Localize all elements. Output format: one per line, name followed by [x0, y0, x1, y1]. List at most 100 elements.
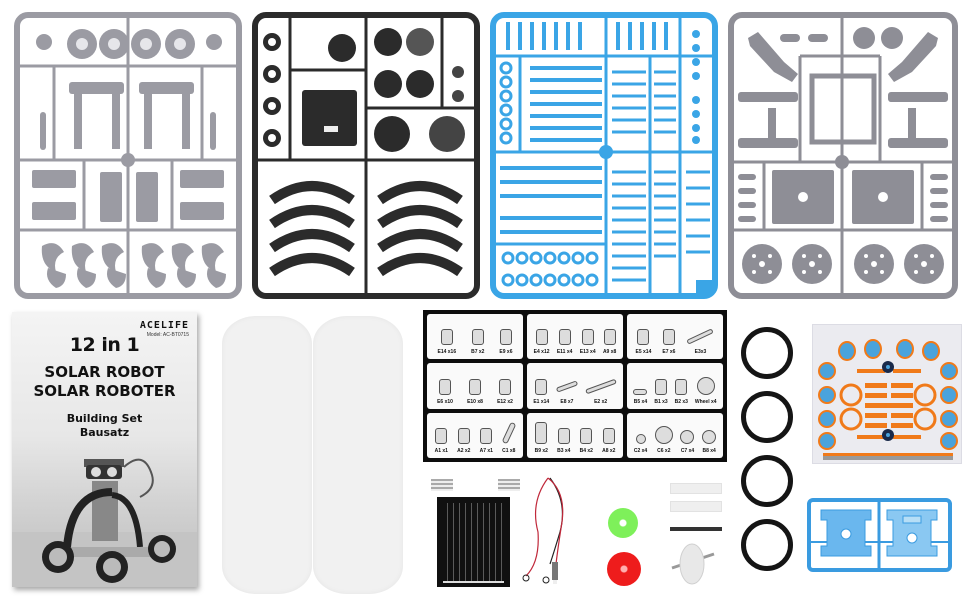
parts-group: E5 x14 E7 x6 E3x3	[627, 314, 723, 360]
part-icon	[457, 427, 470, 444]
part-label: B3 x4	[557, 447, 571, 454]
part-label: E9 x6	[499, 349, 513, 356]
green-gear	[608, 508, 638, 538]
sticker-sheet	[812, 324, 962, 464]
parts-list: E14 x16 B7 x2 E9 x6 E4 x12 E11 x4 E13 x4…	[423, 310, 727, 462]
parts-group: E4 x12 E11 x4 E13 x4 A9 x8	[527, 314, 623, 360]
part-item: E4 x12	[534, 329, 550, 355]
part-icon	[633, 388, 648, 395]
part-label: C7 x4	[680, 447, 695, 454]
red-gear	[607, 552, 641, 586]
part-item: C1 x8	[501, 421, 517, 454]
blue-base-plates	[811, 502, 948, 568]
parts-group: A1 x1 A2 x2 A7 x1 C1 x8	[427, 412, 523, 458]
part-icon	[580, 427, 593, 444]
parts-group: E1 x14 E8 x7 E2 x2	[527, 363, 623, 409]
metal-shaft	[670, 527, 722, 531]
solar-clip-left	[431, 479, 453, 491]
part-label: B5 x4	[633, 398, 648, 405]
white-bar-2	[670, 501, 722, 512]
part-item: E3x3	[686, 328, 715, 355]
manual-title-line-en: SOLAR ROBOT	[44, 363, 165, 381]
part-label: E5 x14	[635, 349, 652, 356]
part-label: A7 x1	[479, 447, 493, 454]
parts-group: B5 x4 B1 x3 B2 x3 Wheel x4	[627, 363, 723, 409]
parts-group: C2 x4 C6 x2 C7 x4 B8 x4	[627, 412, 723, 458]
part-label: A8 x2	[602, 447, 616, 454]
part-item: B2 x3	[674, 378, 688, 405]
rubber-ring-2	[741, 391, 793, 443]
part-label: E2 x2	[594, 398, 608, 405]
part-icon	[535, 329, 548, 346]
part-item: E5 x14	[635, 329, 652, 356]
part-label: A1 x1	[434, 447, 448, 454]
part-icon	[675, 378, 688, 395]
part-icon	[468, 378, 481, 395]
part-item: B1 x3	[654, 378, 668, 405]
part-icon	[480, 427, 493, 444]
part-icon	[686, 328, 715, 346]
part-item: B7 x2	[471, 329, 484, 355]
part-icon	[440, 329, 453, 346]
part-icon	[499, 329, 512, 346]
part-label: C2 x4	[633, 447, 648, 454]
sprue-gray-right	[728, 12, 958, 299]
part-icon	[471, 329, 484, 346]
gear-icon	[635, 433, 646, 444]
part-item: C7 x4	[680, 429, 695, 454]
parts-group: E6 x10 E10 x8 E12 x2	[427, 363, 523, 409]
solar-panel	[437, 497, 510, 587]
part-item: E8 x7	[555, 380, 579, 405]
part-item: E6 x10	[437, 378, 453, 405]
part-item: B5 x4	[633, 388, 648, 405]
sprue-gray-left-parts	[18, 16, 238, 295]
gear-icon	[654, 425, 673, 444]
sprue-black	[252, 12, 480, 299]
part-icon	[655, 378, 668, 395]
part-item: E12 x2	[497, 378, 513, 405]
part-item: E13 x4	[580, 329, 596, 355]
part-item: B3 x4	[557, 427, 571, 454]
wheel-icon	[696, 376, 715, 395]
parts-group: E14 x16 B7 x2 E9 x6	[427, 314, 523, 360]
manual-title: SOLAR ROBOT SOLAR ROBOTER	[12, 363, 197, 401]
part-label: E8 x7	[560, 398, 574, 405]
rubber-ring-1	[741, 327, 793, 379]
part-icon	[438, 378, 451, 395]
part-item: A1 x1	[434, 427, 448, 454]
part-item: B4 x2	[580, 427, 593, 454]
part-icon	[603, 329, 616, 346]
part-label: C6 x2	[657, 447, 671, 454]
sprue-blue-parts	[494, 16, 714, 295]
part-icon	[558, 329, 571, 346]
part-icon	[435, 427, 448, 444]
part-item: B8 x4	[702, 429, 717, 454]
sprue-gray-right-parts	[732, 16, 954, 295]
part-icon	[602, 427, 615, 444]
manual-subtitle-de: Bausatz	[79, 426, 130, 439]
part-label: E6 x10	[437, 398, 453, 405]
part-icon	[498, 378, 511, 395]
part-item: Wheel x4	[694, 376, 717, 405]
part-label: B2 x3	[674, 398, 688, 405]
manual-brand: ACELIFE	[139, 320, 189, 331]
clear-panel-left	[222, 316, 312, 594]
part-item: B9 x2	[535, 421, 548, 454]
part-item: E11 x4	[557, 329, 572, 355]
part-item: E10 x8	[467, 378, 483, 405]
part-item: A9 x8	[603, 329, 616, 355]
sprue-gray-left	[14, 12, 242, 299]
part-label: E1 x14	[533, 398, 550, 405]
parts-group: B9 x2 B3 x4 B4 x2 A8 x2	[527, 412, 623, 458]
manual-title-12in1: 12 in 1	[69, 334, 140, 356]
manual-subtitle-en: Building Set	[66, 412, 143, 425]
part-item: E2 x2	[584, 378, 617, 405]
part-item: C2 x4	[633, 433, 648, 454]
part-item: A8 x2	[602, 427, 616, 454]
part-label: E7 x6	[662, 349, 676, 356]
blue-mini-sprue	[807, 498, 952, 572]
part-icon	[662, 329, 675, 346]
part-item: C6 x2	[654, 425, 673, 454]
part-item: A7 x1	[479, 427, 493, 454]
part-label: Wheel x4	[694, 398, 717, 405]
